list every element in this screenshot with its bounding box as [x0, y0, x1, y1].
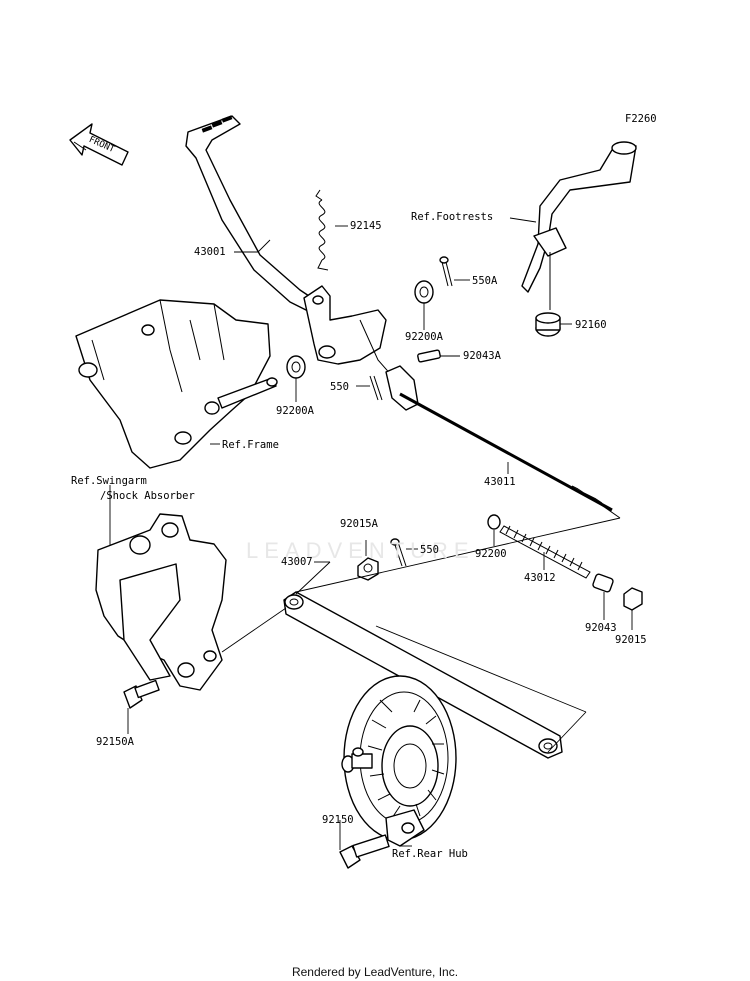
- label-550A: 550A: [472, 275, 498, 287]
- label-ref-swingarm: Ref.Swingarm: [71, 475, 147, 487]
- label-92200A-top: 92200A: [405, 331, 443, 343]
- label-43007: 43007: [281, 556, 313, 568]
- bolt-92150A: [123, 679, 160, 709]
- label-92015A: 92015A: [340, 518, 378, 530]
- label-43012: 43012: [524, 572, 556, 584]
- figure-code: F2260: [625, 113, 657, 125]
- label-ref-shock-absorber: /Shock Absorber: [100, 490, 195, 502]
- washer-92200: [487, 514, 501, 530]
- label-92043: 92043: [585, 622, 617, 634]
- washer-92200A-left: [286, 355, 306, 379]
- label-550-mid: 550: [420, 544, 439, 556]
- label-550-top: 550: [330, 381, 349, 393]
- label-92015: 92015: [615, 634, 647, 646]
- frame-bracket: [75, 299, 278, 469]
- brake-spring-43012: [499, 525, 591, 579]
- cotter-pin-550-top: [369, 375, 383, 401]
- brake-pedal: [185, 115, 401, 386]
- label-92145: 92145: [350, 220, 382, 232]
- return-spring: [315, 189, 329, 271]
- brake-cam-shaft: [341, 747, 373, 773]
- swingarm-bracket: [95, 513, 227, 691]
- watermark: LEADVENTURE: [246, 538, 475, 563]
- label-43001: 43001: [194, 246, 226, 258]
- leader-lines: [109, 217, 633, 850]
- nut-92015: [623, 587, 643, 611]
- footer-credit: Rendered by LeadVenture, Inc.: [291, 965, 459, 979]
- label-92150A: 92150A: [96, 736, 134, 748]
- label-92043A: 92043A: [463, 350, 501, 362]
- washer-92200A-top: [414, 280, 434, 304]
- label-92150: 92150: [322, 814, 354, 826]
- rubber-stopper-92160: [535, 312, 561, 337]
- label-ref-frame: Ref.Frame: [222, 439, 279, 451]
- label-92200: 92200: [475, 548, 507, 560]
- pin-92043A: [417, 349, 441, 363]
- label-92160: 92160: [575, 319, 607, 331]
- pin-92043: [592, 573, 614, 593]
- clevis: [385, 365, 419, 411]
- cotter-pin-550-mid: [390, 538, 407, 567]
- label-ref-footrests: Ref.Footrests: [411, 211, 494, 223]
- cotter-pin-550A: [439, 256, 453, 287]
- front-arrow-icon: [69, 123, 129, 166]
- bolt-92150: [339, 834, 390, 869]
- brake-panel: [343, 675, 457, 847]
- footrest-bracket: [521, 141, 637, 310]
- label-92200A-left: 92200A: [276, 405, 314, 417]
- label-43011: 43011: [484, 476, 516, 488]
- label-ref-rear-hub: Ref.Rear Hub: [392, 848, 468, 860]
- brake-rod: [399, 392, 621, 519]
